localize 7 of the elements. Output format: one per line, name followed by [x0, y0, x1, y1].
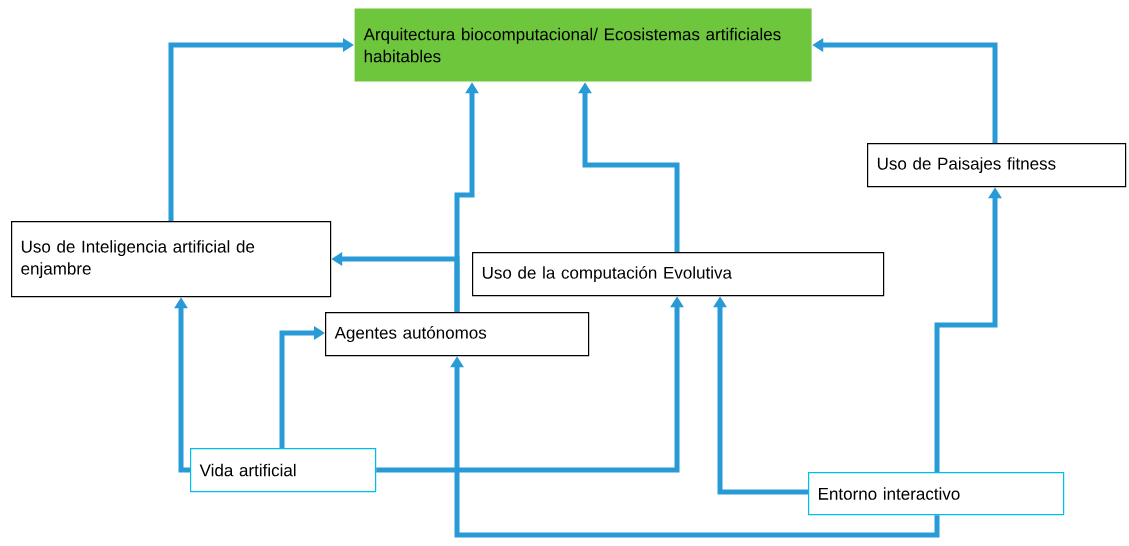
input-box: Entorno interactivo [808, 472, 1065, 516]
process-box: Agentes autónomos [325, 312, 590, 357]
goal-box: Arquitectura biocomputacional/ Ecosistemas artificiales habitables [354, 8, 812, 82]
process-box: Uso de Inteligencia artificial de enjambre [11, 221, 332, 298]
process-box: Uso de Paisajes fitness [867, 143, 1127, 188]
process-box: Uso de la computación Evolutiva [472, 252, 885, 297]
input-box: Vida artificial [190, 448, 377, 493]
